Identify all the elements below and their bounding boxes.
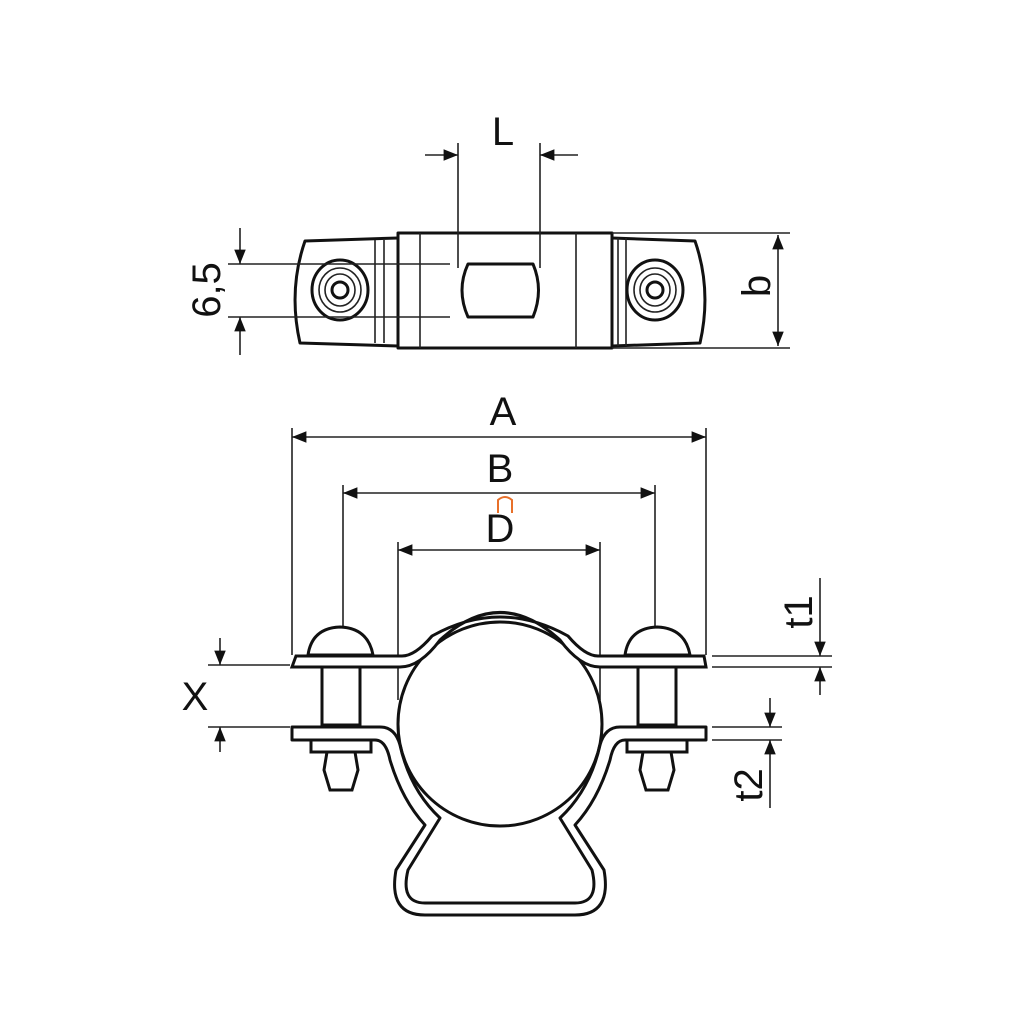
screw-right-top — [625, 258, 685, 322]
screw-left-top — [310, 258, 370, 322]
dim-hole-label: 6,5 — [185, 262, 229, 318]
slot — [460, 262, 540, 319]
dim-D-label: D — [486, 507, 515, 551]
left-tab — [293, 236, 399, 348]
dim-t2-label: t2 — [727, 768, 771, 801]
dim-t1-label: t1 — [777, 595, 821, 628]
right-tab — [611, 236, 707, 348]
front-view: A B D X — [182, 390, 832, 917]
lower-strap — [290, 725, 708, 917]
dim-X-label: X — [182, 675, 209, 719]
dim-B-label: B — [487, 447, 514, 491]
clamp-body-top — [396, 231, 614, 350]
upper-strap — [289, 611, 708, 669]
pipe — [396, 620, 604, 828]
top-view: L 6,5 b — [185, 110, 790, 355]
screw-left — [306, 625, 375, 792]
orange-marker — [497, 496, 513, 513]
dim-A-label: A — [490, 390, 517, 434]
screw-right — [623, 625, 692, 792]
dim-L-label: L — [492, 110, 514, 154]
dim-b-label: b — [735, 275, 779, 297]
